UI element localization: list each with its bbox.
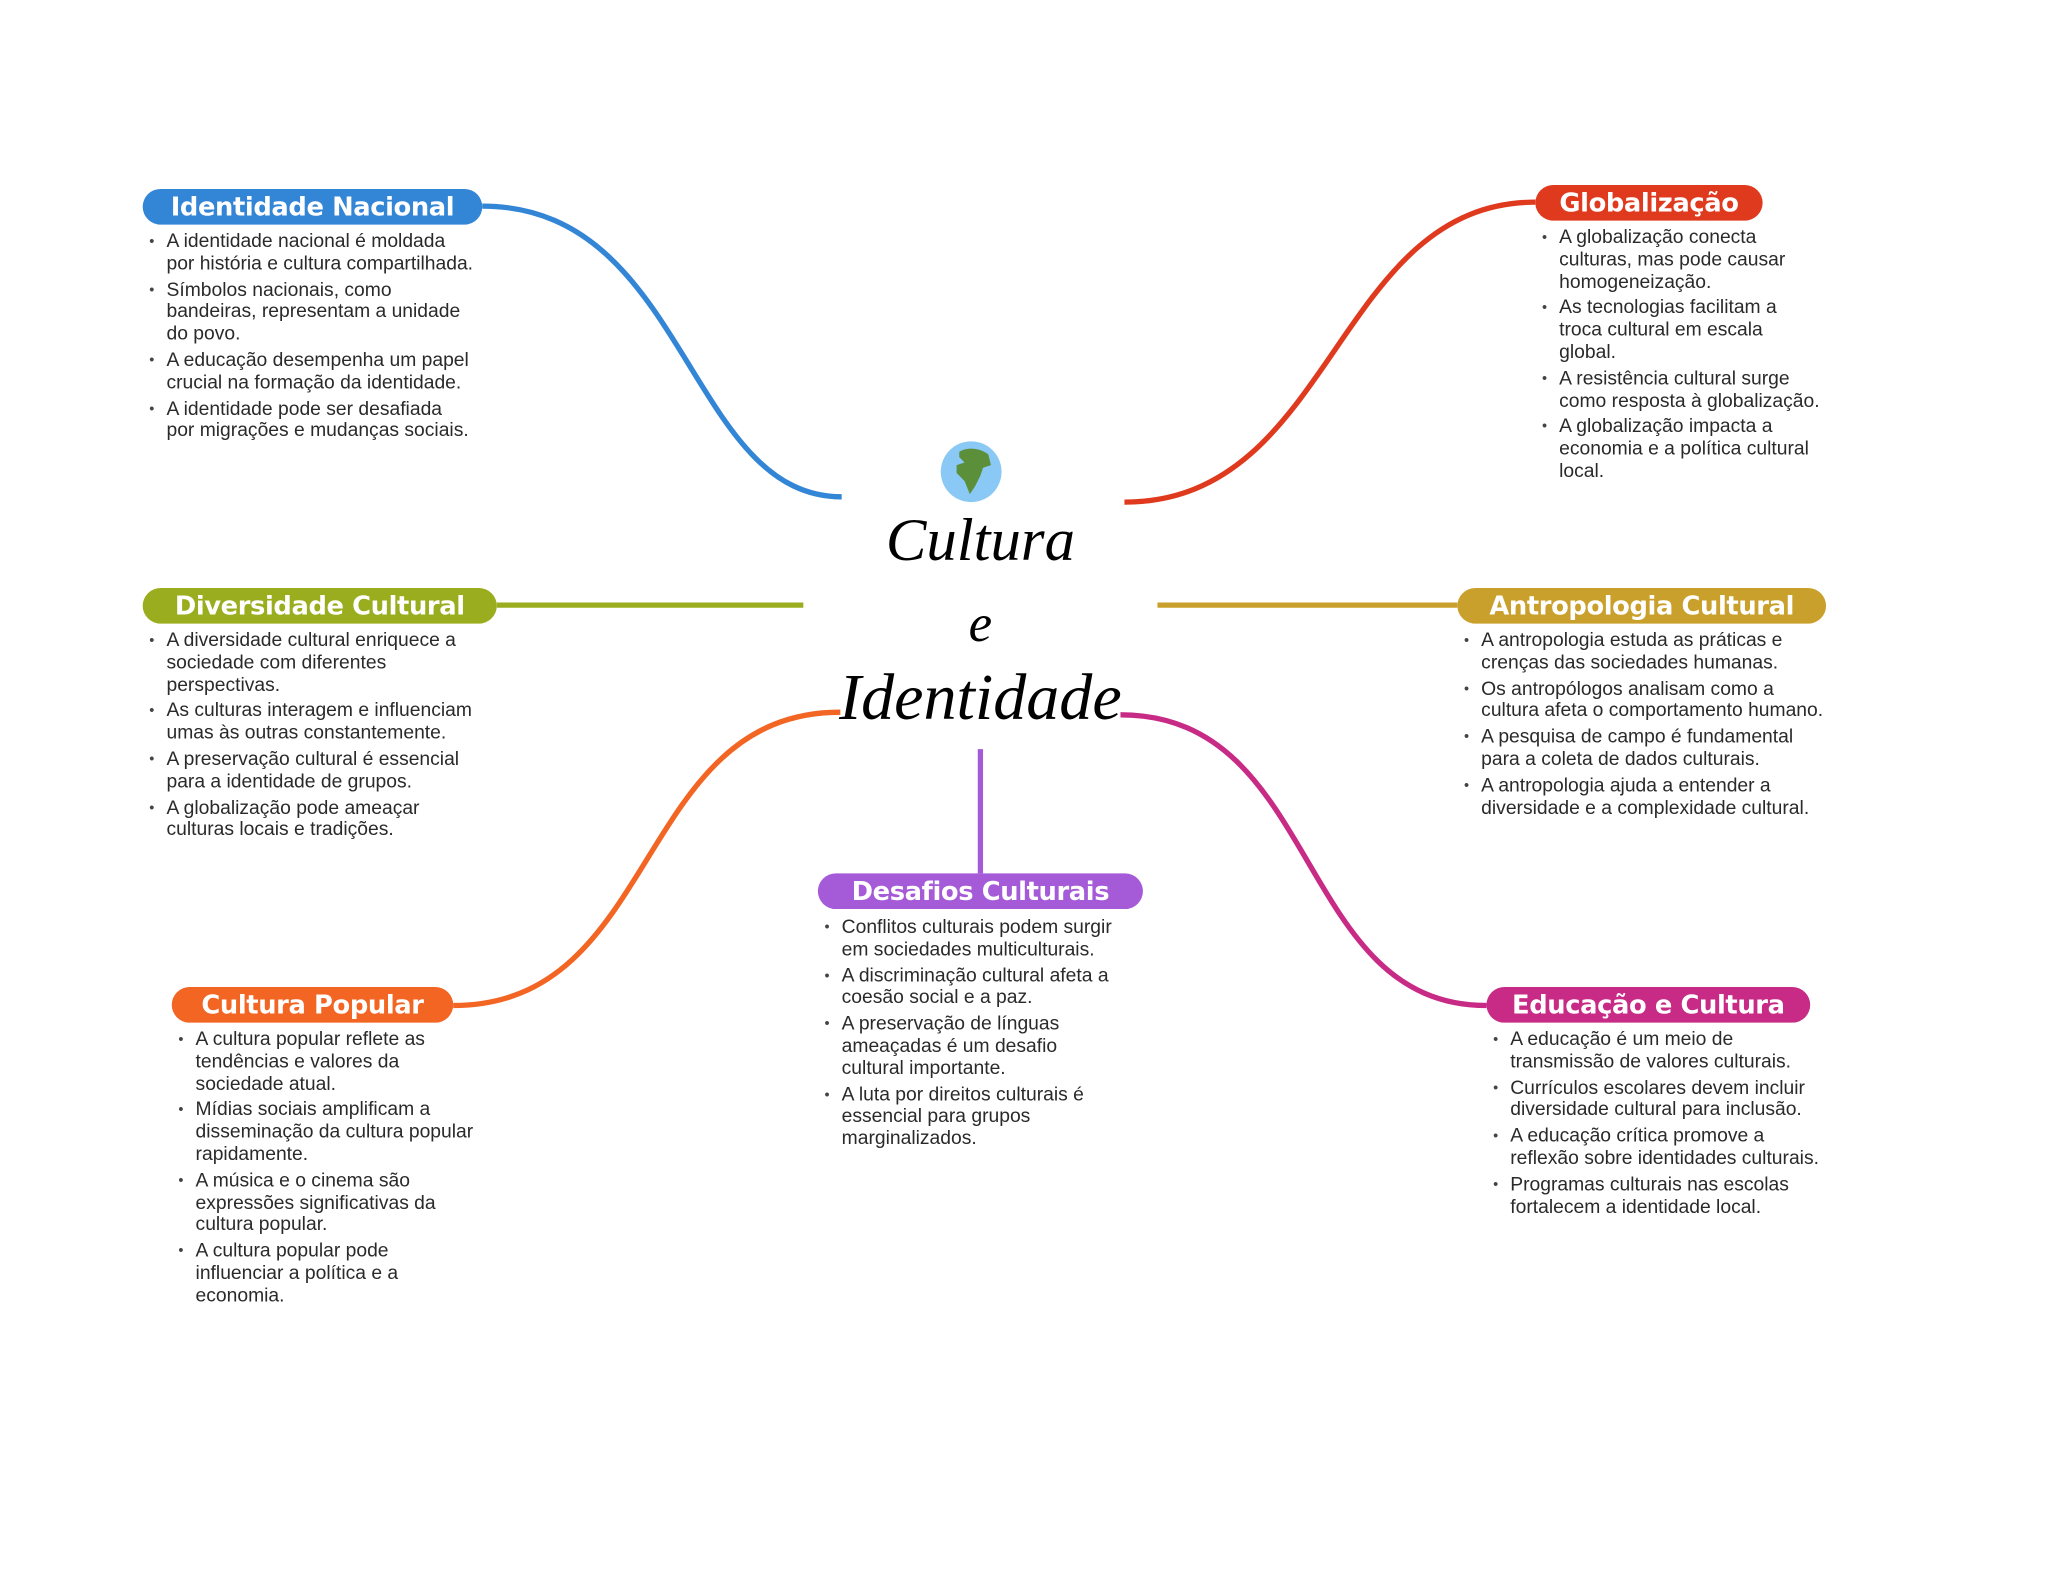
- list-item: A preservação de línguas ameaçadas é um …: [824, 1014, 1121, 1081]
- connector-identidade-nacional: [482, 203, 842, 500]
- list-item: As tecnologias facilitam a troca cultura…: [1542, 298, 1822, 365]
- globe-icon: [940, 441, 1002, 503]
- list-item: A educação crítica promove a reflexão so…: [1493, 1126, 1823, 1170]
- list-item: A antropologia ajuda a entender a divers…: [1464, 775, 1834, 819]
- list-item: A globalização impacta a economia e a po…: [1542, 417, 1822, 484]
- list-cultura-popular: A cultura popular reflete as tendências …: [178, 1029, 479, 1311]
- list-item: A globalização conecta culturas, mas pod…: [1542, 227, 1822, 294]
- list-item: A resistência cultural surge como respos…: [1542, 368, 1822, 412]
- list-item: A identidade pode ser desafiada por migr…: [149, 398, 473, 442]
- topic-antropologia-cultural[interactable]: Antropologia Cultural: [1457, 587, 1827, 624]
- list-item: A música e o cinema são expressões signi…: [178, 1170, 479, 1237]
- list-item: Mídias sociais amplificam a disseminação…: [178, 1100, 479, 1167]
- list-item: As culturas interagem e influenciam umas…: [149, 701, 486, 745]
- list-item: A identidade nacional é moldada por hist…: [149, 231, 473, 275]
- topic-diversidade-cultural[interactable]: Diversidade Cultural: [142, 587, 497, 624]
- list-item: A luta por direitos culturais é essencia…: [824, 1084, 1121, 1151]
- central-title-line1: Cultura: [885, 506, 1075, 574]
- connector-cultura-popular: [453, 709, 841, 1009]
- list-item: A globalização pode ameaçar culturas loc…: [149, 798, 486, 842]
- list-item: A cultura popular pode influenciar a pol…: [178, 1241, 479, 1308]
- list-item: A educação é um meio de transmissão de v…: [1493, 1029, 1823, 1073]
- list-item: Os antropólogos analisam como a cultura …: [1464, 679, 1834, 723]
- topic-cultura-popular[interactable]: Cultura Popular: [171, 987, 454, 1023]
- connector-educacao-cultura: [1120, 712, 1487, 1009]
- topic-desafios-culturais[interactable]: Desafios Culturais: [817, 873, 1143, 910]
- list-antropologia-cultural: A antropologia estuda as práticas e cren…: [1464, 630, 1834, 823]
- list-item: A discriminação cultural afeta a coesão …: [824, 965, 1121, 1009]
- list-item: A cultura popular reflete as tendências …: [178, 1029, 479, 1096]
- list-item: Currículos escolares devem incluir diver…: [1493, 1078, 1823, 1122]
- list-item: A diversidade cultural enriquece a socie…: [149, 630, 486, 697]
- list-educacao-cultura: A educação é um meio de transmissão de v…: [1493, 1029, 1823, 1222]
- list-item: Símbolos nacionais, como bandeiras, repr…: [149, 280, 473, 347]
- central-title-line3: Identidade: [839, 659, 1122, 734]
- list-globalizacao: A globalização conecta culturas, mas pod…: [1542, 227, 1822, 487]
- list-item: A pesquisa de campo é fundamental para a…: [1464, 727, 1834, 771]
- topic-globalizacao[interactable]: Globalização: [1535, 184, 1763, 221]
- list-identidade-nacional: A identidade nacional é moldada por hist…: [149, 231, 473, 447]
- connector-globalizacao: [1124, 199, 1536, 505]
- list-item: Programas culturais nas escolas fortalec…: [1493, 1174, 1823, 1218]
- central-title-line2: e: [968, 593, 993, 653]
- list-diversidade-cultural: A diversidade cultural enriquece a socie…: [149, 630, 486, 846]
- list-item: A preservação cultural é essencial para …: [149, 749, 486, 793]
- list-item: A educação desempenha um papel crucial n…: [149, 350, 473, 394]
- topic-educacao-cultura[interactable]: Educação e Cultura: [1486, 987, 1811, 1023]
- topic-identidade-nacional[interactable]: Identidade Nacional: [142, 188, 483, 225]
- list-item: A antropologia estuda as práticas e cren…: [1464, 630, 1834, 674]
- list-item: Conflitos culturais podem surgir em soci…: [824, 917, 1121, 961]
- list-desafios-culturais: Conflitos culturais podem surgir em soci…: [824, 917, 1121, 1155]
